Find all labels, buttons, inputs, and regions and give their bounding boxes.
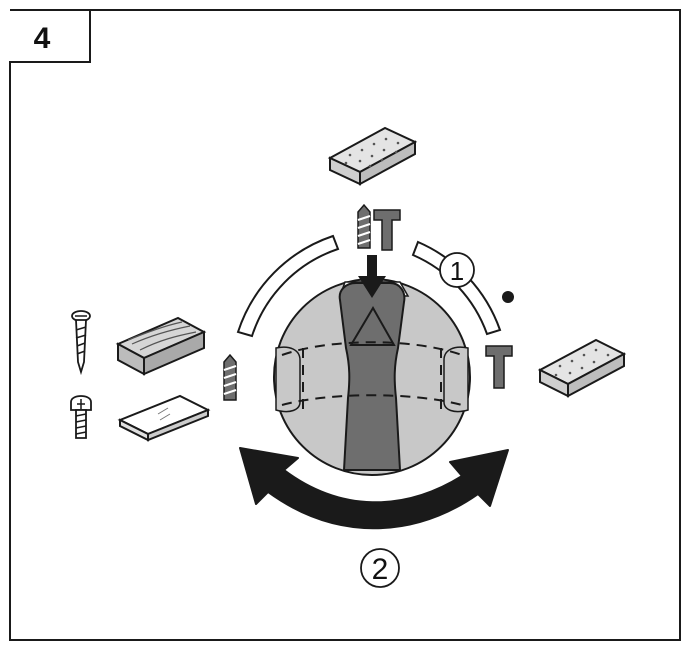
drill-bit-icon [223, 353, 237, 401]
rotation-arrow [239, 447, 509, 530]
drywall-icon [117, 394, 211, 442]
left-mode-arc [236, 234, 340, 338]
callout-2-label: 2 [372, 553, 389, 586]
sponge-icon [537, 338, 627, 398]
callout-1-label: 1 [450, 256, 464, 286]
drill-bit-icon [357, 203, 371, 249]
push-down-arrow [358, 255, 386, 298]
callout-circle-2 [360, 548, 400, 588]
step-number: 4 [34, 22, 51, 55]
position-dot [502, 291, 514, 303]
selector-knob [338, 282, 406, 471]
mode-selector-dial [273, 278, 471, 476]
wood-board-icon [115, 316, 207, 376]
sponge-icon [327, 126, 418, 186]
hammer-icon [373, 209, 401, 251]
hammer-icon [485, 345, 513, 389]
wood-screw-icon [71, 310, 91, 376]
machine-screw-icon [70, 395, 92, 439]
step-tab [10, 9, 91, 63]
callout-circle-1 [439, 252, 475, 288]
